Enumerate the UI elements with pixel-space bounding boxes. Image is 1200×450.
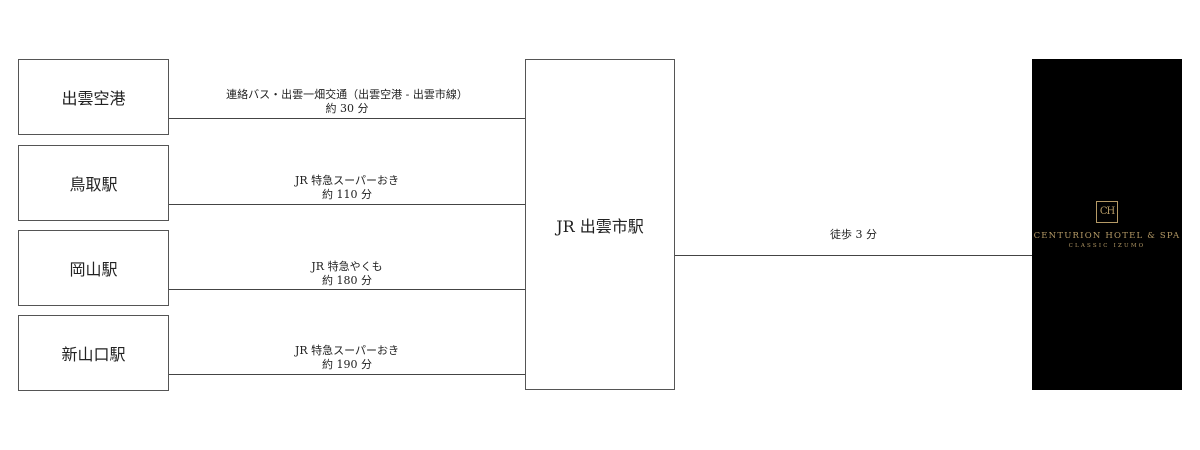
route-label-izumo-airport: 連絡バス・出雲一畑交通（出雲空港 - 出雲市線） 約 30 分: [169, 88, 525, 116]
hotel-subtitle: CLASSIC IZUMO: [1068, 242, 1146, 249]
hub-box-izumoshi-station: JR 出雲市駅: [525, 59, 675, 390]
origin-label: 鳥取駅: [69, 175, 118, 194]
hub-label: JR 出雲市駅: [556, 216, 644, 236]
walk-line: [675, 255, 1032, 256]
route-line-izumo-airport: [169, 118, 525, 119]
hotel-monogram-icon: CH: [1096, 200, 1118, 223]
route-label-shin-yamaguchi: JR 特急スーパーおき 約 190 分: [169, 344, 525, 372]
route-line-shin-yamaguchi: [169, 374, 525, 375]
route-time: 約 190 分: [322, 358, 372, 371]
walk-label: 徒歩 3 分: [830, 228, 877, 241]
origin-box-tottori-station: 鳥取駅: [18, 145, 169, 221]
origin-label: 岡山駅: [69, 260, 118, 279]
origin-box-shin-yamaguchi-station: 新山口駅: [18, 315, 169, 391]
route-time: 約 30 分: [325, 102, 369, 115]
origin-label: 新山口駅: [61, 345, 126, 364]
route-name: JR 特急やくも: [311, 260, 383, 273]
hotel-logo-panel: CH CENTURION HOTEL & SPA CLASSIC IZUMO: [1032, 59, 1182, 390]
route-time: 約 180 分: [322, 274, 372, 287]
route-line-okayama: [169, 289, 525, 290]
route-name: 連絡バス・出雲一畑交通（出雲空港 - 出雲市線）: [226, 88, 468, 101]
route-time: 約 110 分: [322, 188, 372, 201]
route-name: JR 特急スーパーおき: [294, 344, 400, 357]
route-name: JR 特急スーパーおき: [294, 174, 400, 187]
hotel-name: CENTURION HOTEL & SPA: [1033, 230, 1181, 241]
route-label-tottori: JR 特急スーパーおき 約 110 分: [169, 174, 525, 202]
origin-label: 出雲空港: [61, 89, 126, 108]
route-line-tottori: [169, 204, 525, 205]
origin-box-izumo-airport: 出雲空港: [18, 59, 169, 135]
route-label-okayama: JR 特急やくも 約 180 分: [169, 260, 525, 288]
origin-box-okayama-station: 岡山駅: [18, 230, 169, 306]
